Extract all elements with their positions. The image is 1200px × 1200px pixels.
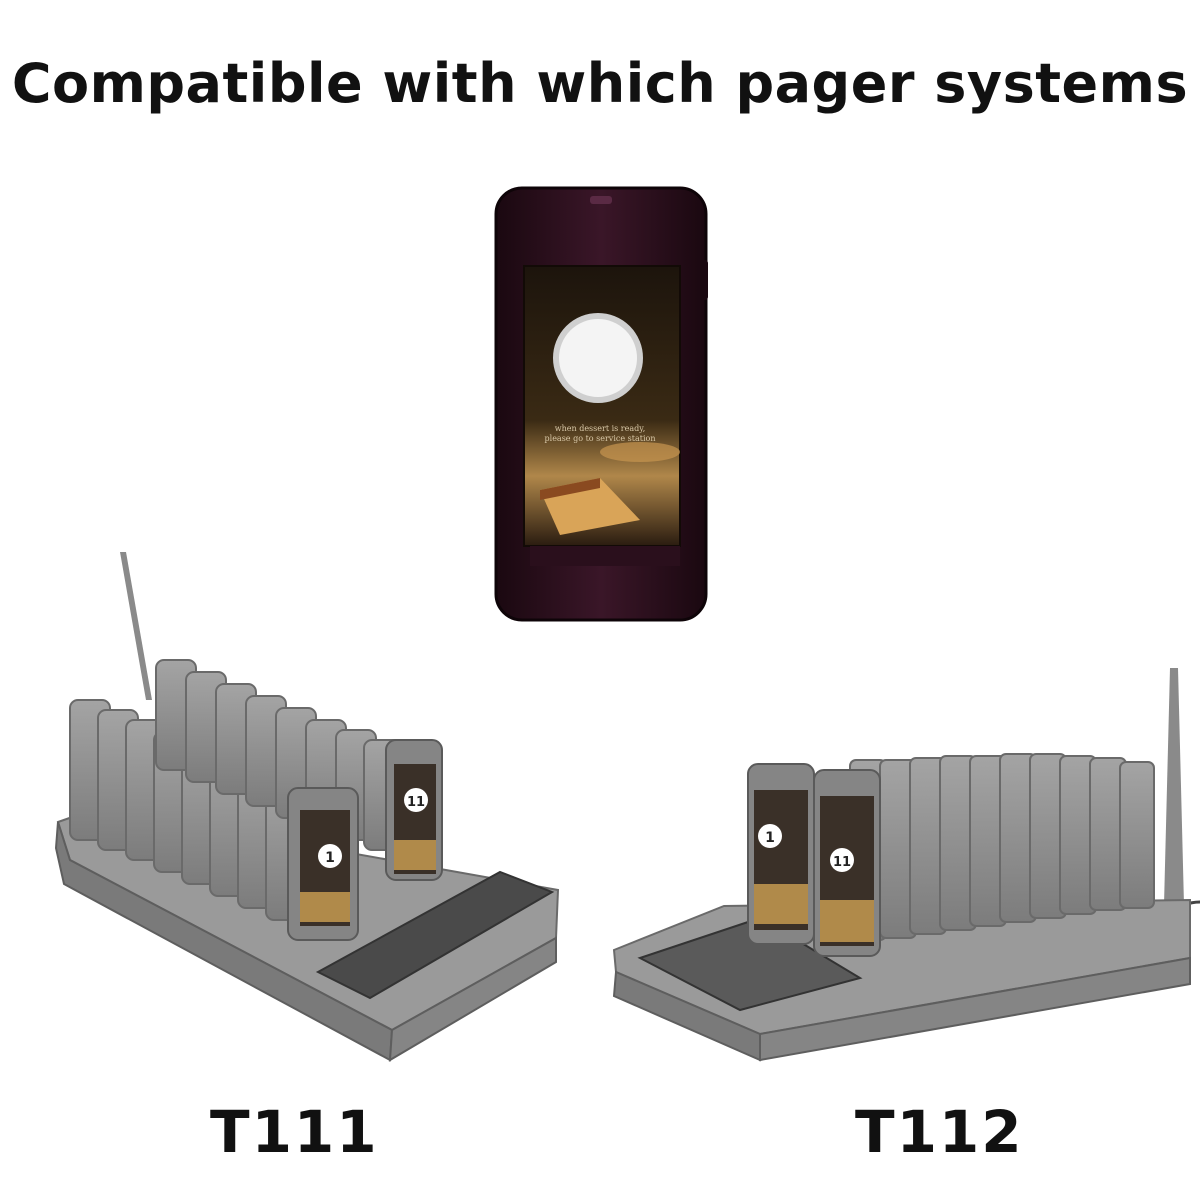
model-label-t111: T111 bbox=[210, 1098, 379, 1166]
t111-charger bbox=[54, 552, 560, 1062]
t112-front-pager-number: 1 bbox=[765, 830, 775, 846]
headline: Compatible with which pager systems bbox=[11, 52, 1189, 115]
t111-back-pager-number: 11 bbox=[407, 795, 425, 810]
pager-device bbox=[494, 186, 708, 622]
screen-caption-line1: when dessert is ready, bbox=[555, 424, 645, 433]
t112-back-pager-number: 11 bbox=[833, 855, 851, 870]
screen-caption-line2: please go to service station bbox=[545, 434, 656, 443]
model-label-t112: T112 bbox=[855, 1098, 1024, 1166]
t111-front-pager-number: 1 bbox=[325, 850, 335, 866]
t112-charger bbox=[612, 668, 1200, 1062]
